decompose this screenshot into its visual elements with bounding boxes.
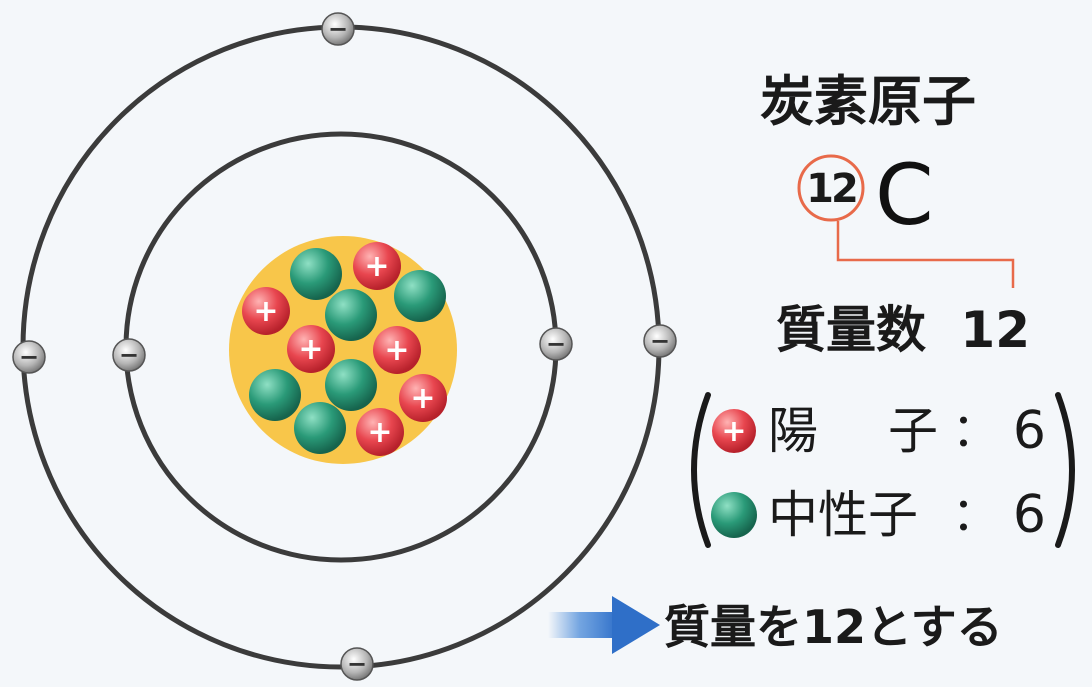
electron-sign: − bbox=[328, 15, 348, 43]
conclusion-text: 質量を12とする bbox=[664, 600, 1003, 654]
electron: − bbox=[643, 324, 677, 358]
proton: + bbox=[353, 242, 401, 290]
neutron-group bbox=[249, 248, 446, 454]
proton-sign: + bbox=[253, 294, 278, 329]
neutron bbox=[249, 369, 301, 421]
proton-legend-icon: + bbox=[712, 409, 756, 453]
neutron bbox=[325, 359, 377, 411]
right-arrow-icon bbox=[548, 596, 660, 654]
neutron bbox=[290, 248, 342, 300]
proton-group: + + + + + + bbox=[242, 242, 447, 456]
neutron bbox=[325, 289, 377, 341]
proton-sign: + bbox=[410, 381, 435, 416]
right-parenthesis bbox=[1055, 392, 1075, 548]
mass-number-superscript: 12 bbox=[806, 166, 856, 212]
neutron-count: 6 bbox=[1013, 485, 1046, 545]
proton: + bbox=[356, 408, 404, 456]
neutron-separator: ： bbox=[952, 487, 998, 541]
electron-sign: − bbox=[119, 341, 139, 369]
legend-proton-sign: + bbox=[721, 414, 746, 449]
proton-count: 6 bbox=[1013, 401, 1046, 461]
mass-number-value: 12 bbox=[960, 301, 1030, 359]
electron: − bbox=[321, 12, 355, 46]
proton: + bbox=[373, 326, 421, 374]
electron-sign: − bbox=[19, 343, 39, 371]
electron-sign: − bbox=[546, 330, 566, 358]
proton-label-2: 子 bbox=[888, 402, 938, 460]
mass-number-label: 質量数 bbox=[776, 301, 926, 359]
proton: + bbox=[399, 374, 447, 422]
neutron-legend-icon bbox=[711, 492, 757, 538]
electron-group: − − − − − − bbox=[12, 12, 677, 681]
proton: + bbox=[287, 325, 335, 373]
proton-label-1: 陽 bbox=[768, 402, 818, 460]
proton-sign: + bbox=[367, 415, 392, 450]
electron: − bbox=[112, 338, 146, 372]
proton-sign: + bbox=[298, 332, 323, 367]
proton-sign: + bbox=[384, 333, 409, 368]
element-symbol: C bbox=[875, 146, 934, 244]
electron: − bbox=[340, 647, 374, 681]
proton-separator: ： bbox=[952, 403, 998, 457]
connector-line bbox=[836, 221, 1015, 288]
atom-title: 炭素原子 bbox=[760, 70, 976, 133]
proton-sign: + bbox=[364, 249, 389, 284]
left-parenthesis bbox=[691, 392, 711, 548]
electron: − bbox=[539, 327, 573, 361]
mass-number-highlight bbox=[797, 154, 865, 222]
electron-sign: − bbox=[347, 650, 367, 678]
electron: − bbox=[12, 340, 46, 374]
neutron-label: 中性子 bbox=[768, 486, 918, 544]
electron-sign: − bbox=[650, 327, 670, 355]
proton: + bbox=[242, 287, 290, 335]
neutron bbox=[294, 402, 346, 454]
neutron bbox=[394, 270, 446, 322]
